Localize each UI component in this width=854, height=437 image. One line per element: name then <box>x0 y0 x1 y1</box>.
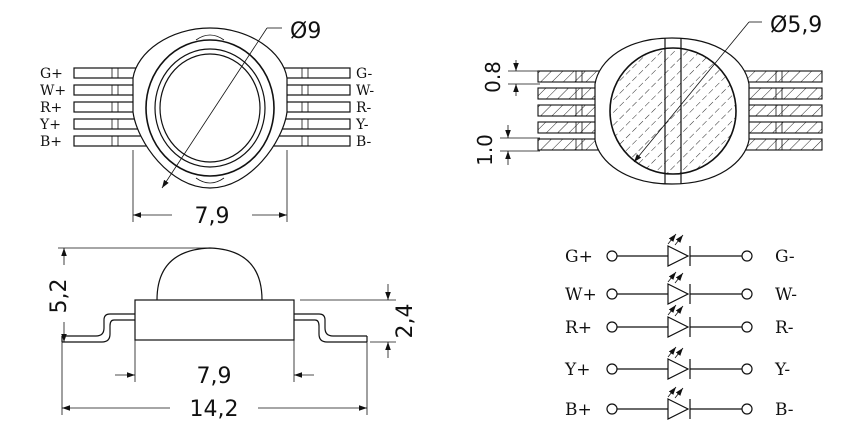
schematic-label-right: G- <box>775 247 795 267</box>
schematic-row: G+ G- <box>565 233 795 267</box>
side-view: 5,2 2,4 7,9 14,2 <box>47 247 418 422</box>
side-total-width-label: 14,2 <box>190 397 239 422</box>
section-diameter-label: Ø5,9 <box>770 13 822 38</box>
led-diode-icon <box>667 346 691 380</box>
led-diode-icon <box>667 233 691 267</box>
schematic-label-left: W+ <box>565 285 597 305</box>
side-height-label: 5,2 <box>47 279 72 314</box>
pin-pitch-label: 1.0 <box>473 134 497 166</box>
schematic-label-right: Y- <box>774 360 790 380</box>
pin-label-left: R+ <box>40 100 62 116</box>
led-schematic: G+ G- W+ W- R+ R- Y+ Y- B+ B- <box>564 233 797 420</box>
schematic-label-left: Y+ <box>564 360 590 380</box>
pin-label-right: Y- <box>355 117 369 133</box>
schematic-row: Y+ Y- <box>564 346 790 380</box>
terminal-right <box>741 250 753 262</box>
terminal-left <box>606 363 618 375</box>
schematic-label-right: W- <box>775 285 797 305</box>
pin-label-left: Y+ <box>39 117 61 133</box>
side-body-height-label: 2,4 <box>393 304 418 339</box>
top-width-label: 7,9 <box>195 204 230 229</box>
pin-label-right: G- <box>356 66 372 82</box>
schematic-label-left: R+ <box>565 318 592 338</box>
terminal-right <box>741 321 753 333</box>
led-diode-icon <box>667 271 691 305</box>
terminal-right <box>741 288 753 300</box>
terminal-right <box>741 363 753 375</box>
side-body-width-label: 7,9 <box>197 364 232 389</box>
terminal-left <box>606 403 618 415</box>
schematic-label-right: R- <box>775 318 794 338</box>
schematic-label-right: B- <box>775 400 794 420</box>
pin-width-label: 0.8 <box>481 61 505 93</box>
terminal-right <box>741 403 753 415</box>
top-view: Ø9 7,9 G+W+R+Y+B+ G-W-R-Y-B- <box>39 19 374 229</box>
schematic-row: B+ B- <box>565 386 794 420</box>
section-view: Ø5,9 0.8 1.0 <box>473 13 823 185</box>
pin-label-right: B- <box>356 134 372 150</box>
pin-label-left: G+ <box>40 66 63 82</box>
terminal-left <box>606 288 618 300</box>
schematic-label-left: B+ <box>565 400 592 420</box>
led-diode-icon <box>667 304 691 338</box>
pin-label-left: W+ <box>40 83 66 99</box>
pin-label-right: R- <box>356 100 372 116</box>
terminal-left <box>606 250 618 262</box>
pin-label-left: B+ <box>40 134 62 150</box>
schematic-row: R+ R- <box>565 304 794 338</box>
led-diode-icon <box>667 386 691 420</box>
schematic-row: W+ W- <box>565 271 797 305</box>
top-diameter-label: Ø9 <box>290 19 321 44</box>
schematic-label-left: G+ <box>565 247 593 267</box>
terminal-left <box>606 321 618 333</box>
pin-label-right: W- <box>356 83 374 99</box>
